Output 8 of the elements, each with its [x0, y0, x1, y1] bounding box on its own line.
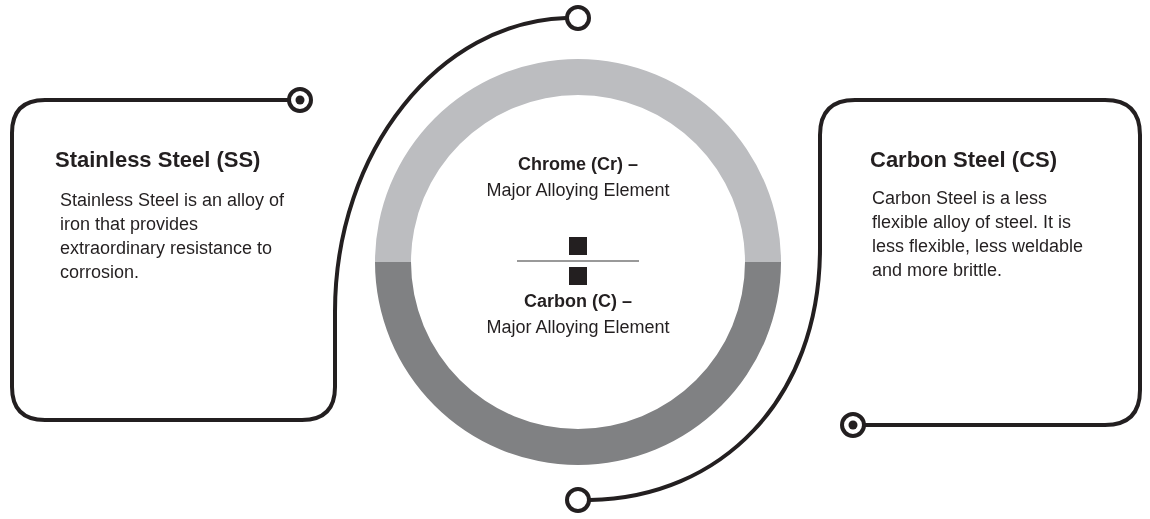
- card-text: Stainless Steel is an alloy of iron that provides extraordinary resistance to corrosion.: [60, 189, 286, 284]
- card-heading: Stainless Steel (SS): [55, 148, 262, 172]
- element-name: Carbon (C) –: [523, 290, 633, 313]
- card-text: Carbon Steel is a less flexible alloy of steel. It is less flexible, less weldable and more brittle.: [872, 187, 1085, 282]
- element-description: Major Alloying Element: [485, 179, 671, 202]
- card-heading: Carbon Steel (CS): [870, 148, 1059, 172]
- element-description: Major Alloying Element: [485, 316, 671, 339]
- element-name: Chrome (Cr) –: [517, 153, 639, 176]
